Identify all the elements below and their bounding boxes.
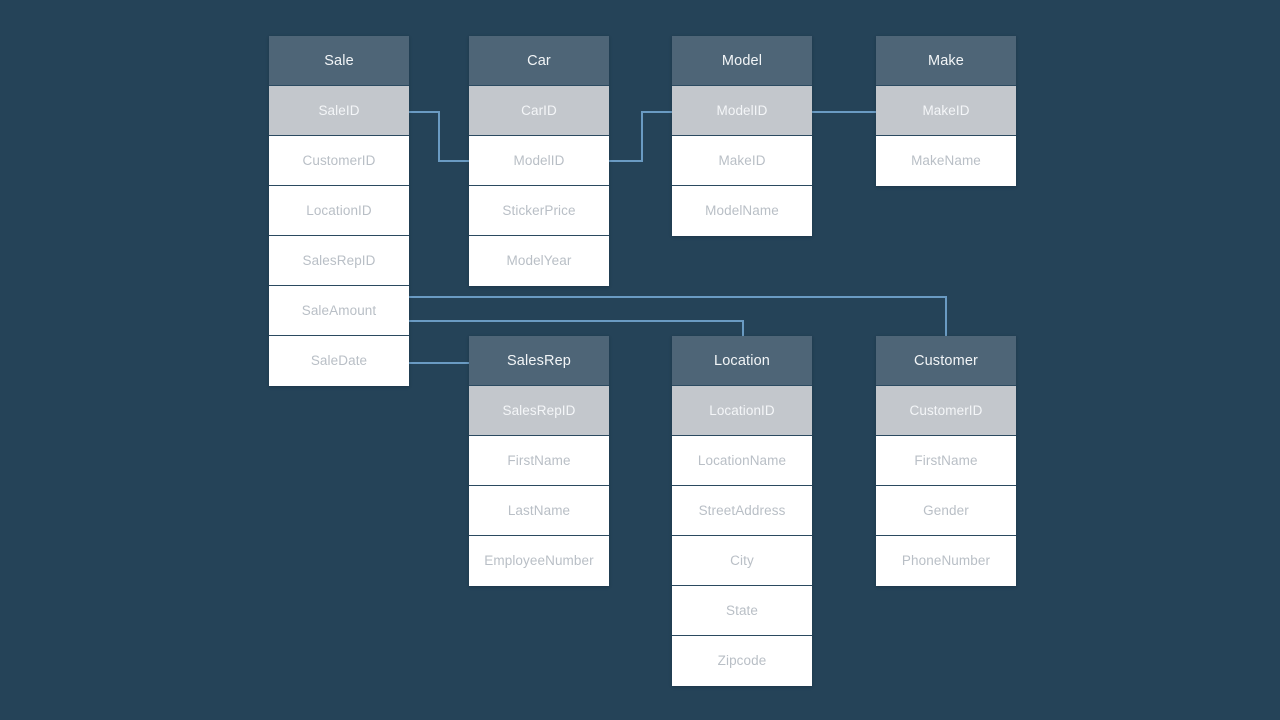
field-sale-saleamount[interactable]: SaleAmount <box>269 286 409 336</box>
entity-title-customer: Customer <box>876 336 1016 386</box>
field-model-modelname[interactable]: ModelName <box>672 186 812 236</box>
field-sale-customerid[interactable]: CustomerID <box>269 136 409 186</box>
field-car-modelyear[interactable]: ModelYear <box>469 236 609 286</box>
entity-title-model: Model <box>672 36 812 86</box>
field-car-modelid[interactable]: ModelID <box>469 136 609 186</box>
field-customer-phonenumber[interactable]: PhoneNumber <box>876 536 1016 586</box>
field-salesrep-salesrepid[interactable]: SalesRepID <box>469 386 609 436</box>
entity-title-make: Make <box>876 36 1016 86</box>
field-car-stickerprice[interactable]: StickerPrice <box>469 186 609 236</box>
entity-title-car: Car <box>469 36 609 86</box>
field-customer-gender[interactable]: Gender <box>876 486 1016 536</box>
field-model-modelid[interactable]: ModelID <box>672 86 812 136</box>
relationship-sale-to-location <box>409 320 744 336</box>
field-sale-salesrepid[interactable]: SalesRepID <box>269 236 409 286</box>
entity-title-sale: Sale <box>269 36 409 86</box>
field-salesrep-lastname[interactable]: LastName <box>469 486 609 536</box>
field-salesrep-firstname[interactable]: FirstName <box>469 436 609 486</box>
field-customer-customerid[interactable]: CustomerID <box>876 386 1016 436</box>
field-location-city[interactable]: City <box>672 536 812 586</box>
relationship-sale-to-car <box>409 111 469 162</box>
field-location-zipcode[interactable]: Zipcode <box>672 636 812 686</box>
field-salesrep-employeenumber[interactable]: EmployeeNumber <box>469 536 609 586</box>
field-model-makeid[interactable]: MakeID <box>672 136 812 186</box>
field-location-state[interactable]: State <box>672 586 812 636</box>
field-make-makeid[interactable]: MakeID <box>876 86 1016 136</box>
field-location-streetaddress[interactable]: StreetAddress <box>672 486 812 536</box>
field-make-makename[interactable]: MakeName <box>876 136 1016 186</box>
relationship-car-to-model <box>609 111 672 162</box>
field-sale-saledate[interactable]: SaleDate <box>269 336 409 386</box>
entity-title-salesrep: SalesRep <box>469 336 609 386</box>
field-sale-locationid[interactable]: LocationID <box>269 186 409 236</box>
entity-title-location: Location <box>672 336 812 386</box>
field-car-carid[interactable]: CarID <box>469 86 609 136</box>
field-location-locationid[interactable]: LocationID <box>672 386 812 436</box>
field-customer-firstname[interactable]: FirstName <box>876 436 1016 486</box>
field-location-locationname[interactable]: LocationName <box>672 436 812 486</box>
relationship-sale-to-customer <box>409 296 947 336</box>
field-sale-saleid[interactable]: SaleID <box>269 86 409 136</box>
